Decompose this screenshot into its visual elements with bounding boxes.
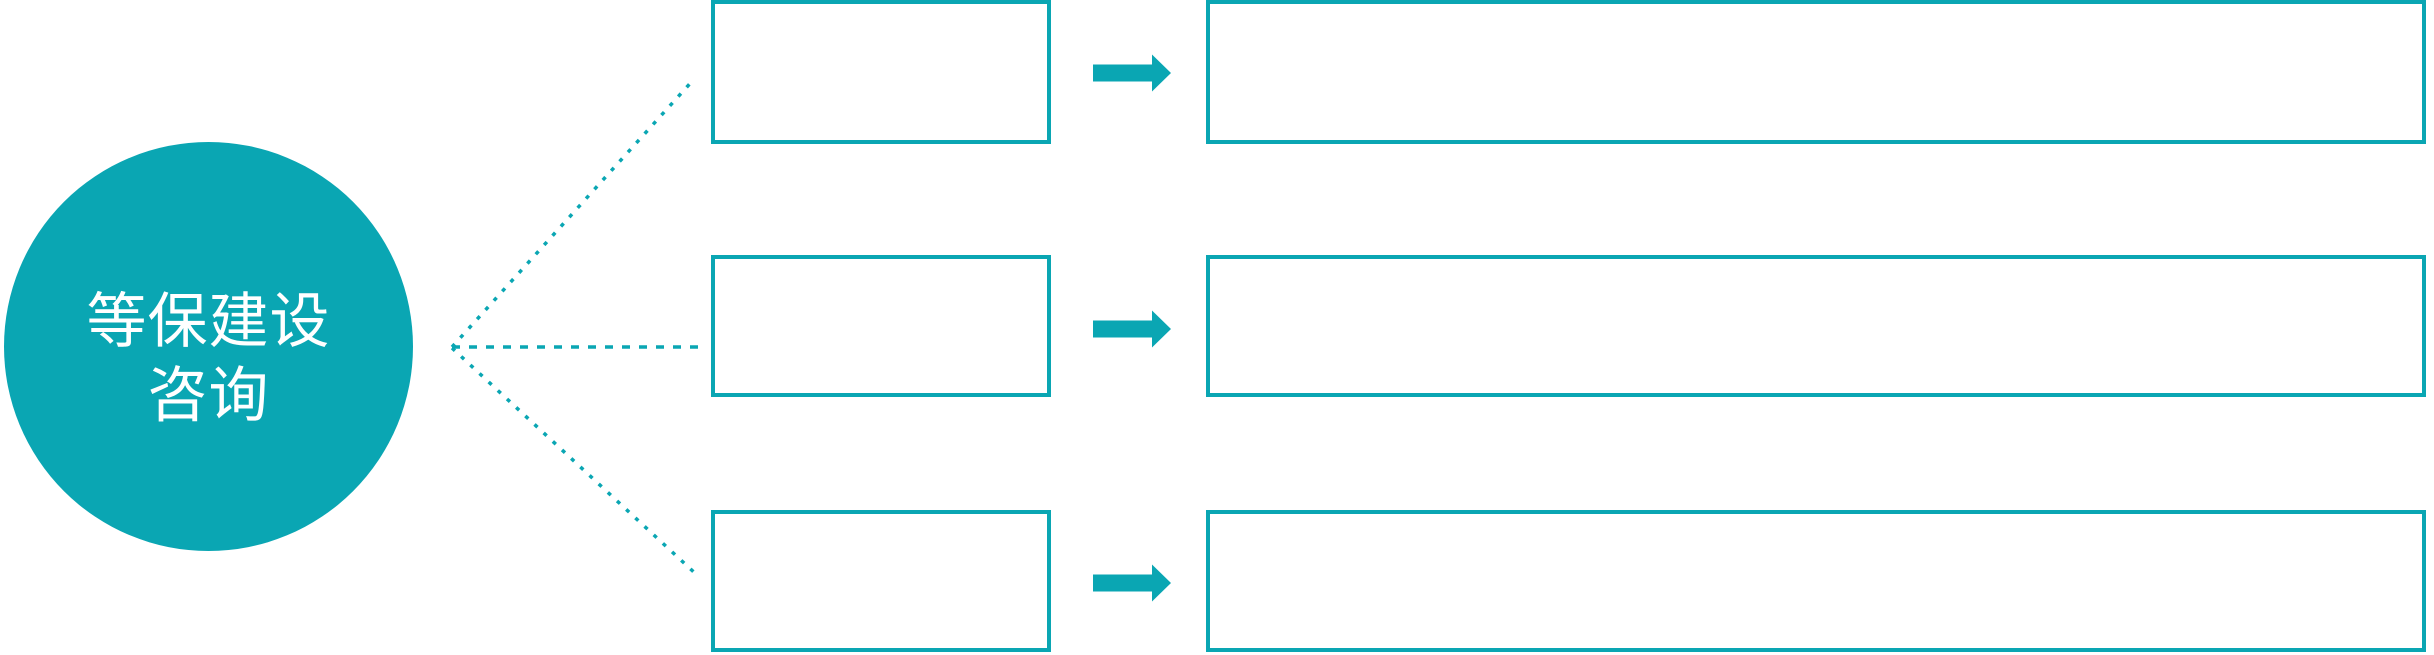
large-box-row2 xyxy=(1206,255,2426,397)
small-box-row3 xyxy=(711,510,1051,652)
arrow-right-icon xyxy=(1093,564,1171,602)
small-box-row2 xyxy=(711,255,1051,397)
dotted-connector-line-top xyxy=(450,76,697,349)
small-box-row1 xyxy=(711,0,1051,144)
topic-circle-label: 等保建设 咨询 xyxy=(87,285,331,433)
topic-circle-label-line2: 咨询 xyxy=(147,360,270,431)
topic-circle-label-line1: 等保建设 xyxy=(86,286,331,357)
dotted-connector-line-bottom xyxy=(450,346,699,577)
topic-circle: 等保建设 咨询 xyxy=(4,142,413,551)
large-box-row3 xyxy=(1206,510,2426,652)
arrow-right-icon xyxy=(1093,310,1171,348)
arrow-right-icon xyxy=(1093,54,1171,92)
large-box-row1 xyxy=(1206,0,2426,144)
